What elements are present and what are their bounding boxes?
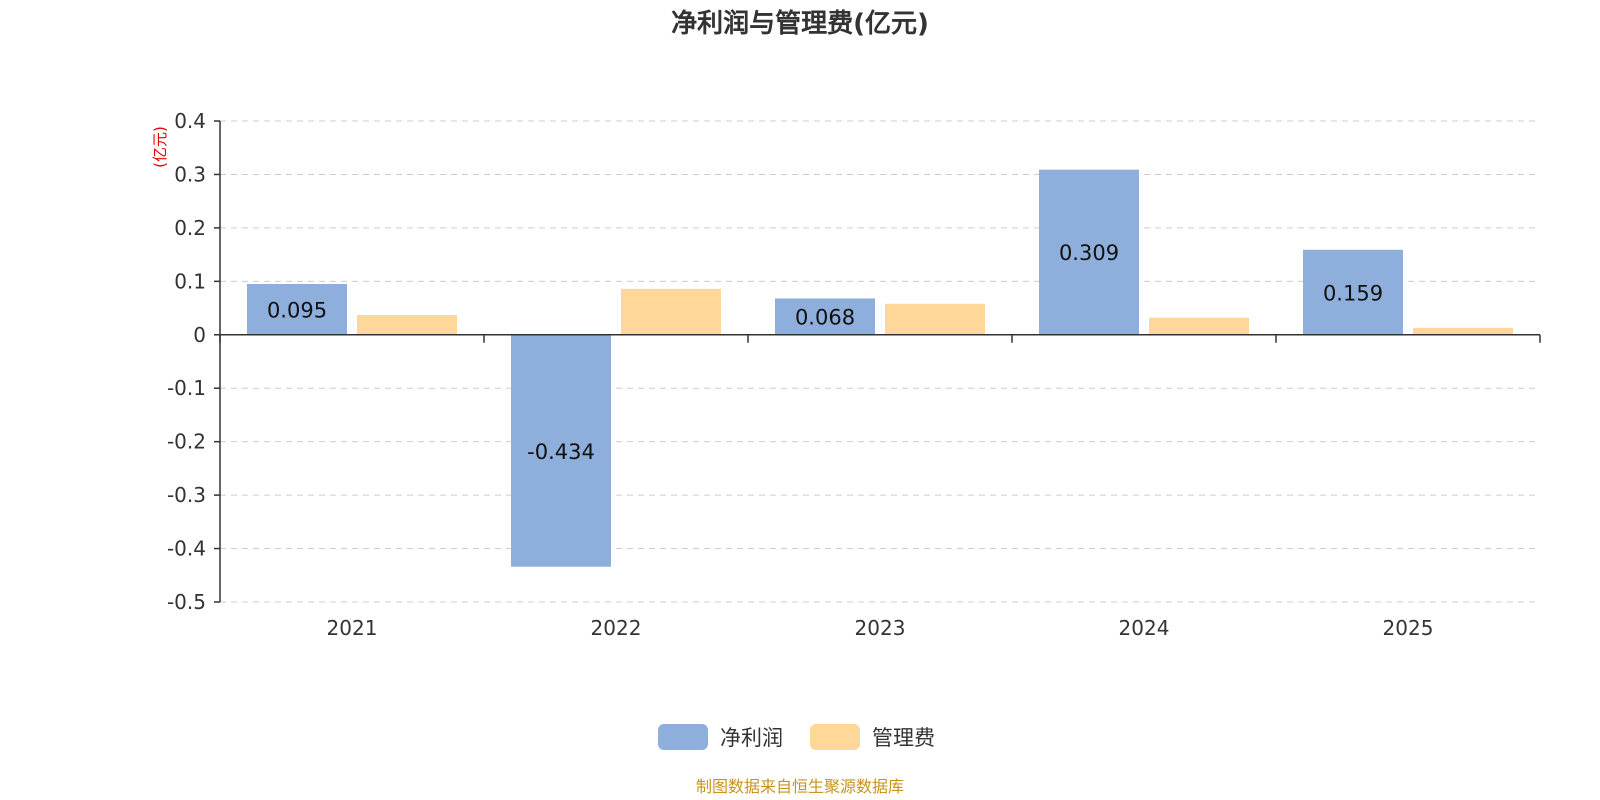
source-note: 制图数据来自恒生聚源数据库: [696, 777, 904, 796]
data-label-2022: -0.434: [527, 440, 595, 464]
bar-net-profit-2023: [775, 298, 875, 335]
legend-swatch-admin-expense[interactable]: [810, 724, 860, 750]
x-tick-label: 2021: [327, 616, 378, 640]
data-label-2023: 0.068: [795, 306, 855, 330]
y-tick-label: 0.2: [174, 216, 206, 240]
y-tick-label: -0.5: [167, 590, 206, 614]
axes: [219, 121, 1541, 602]
data-labels: 0.095 -0.434 0.068 0.309 0.159: [267, 241, 1383, 464]
y-tick-label: -0.1: [167, 376, 206, 400]
legend-swatch-net-profit[interactable]: [658, 724, 708, 750]
y-tick-label: -0.3: [167, 483, 206, 507]
data-label-2025: 0.159: [1323, 281, 1383, 305]
x-tick-label: 2024: [1119, 616, 1170, 640]
legend-label-net-profit[interactable]: 净利润: [720, 726, 783, 750]
x-tick-label: 2022: [591, 616, 642, 640]
legend: 净利润 管理费: [658, 724, 935, 750]
data-label-2024: 0.309: [1059, 241, 1119, 265]
bar-admin-expense-2024: [1149, 317, 1249, 335]
bar-admin-expense-2022: [621, 288, 721, 335]
y-tick-label: 0.1: [174, 269, 206, 293]
x-tick-label: 2025: [1383, 616, 1434, 640]
bar-net-profit-2025: [1303, 249, 1403, 335]
bar-net-profit-2021: [247, 284, 347, 335]
y-tick-label: 0: [193, 323, 206, 347]
y-tick-label: -0.4: [167, 537, 206, 561]
bar-net-profit-2022: [511, 334, 611, 567]
bar-net-profit-2024: [1039, 169, 1139, 335]
legend-label-admin-expense[interactable]: 管理费: [872, 726, 935, 750]
y-axis-ticks: 0.4 0.3 0.2 0.1 0 -0.1 -0.2 -0.3 -0.4 -0.5: [167, 109, 220, 614]
y-tick-label: 0.3: [174, 162, 206, 186]
bar-admin-expense-2021: [357, 315, 457, 335]
gridlines: [220, 120, 1540, 603]
x-tick-label: 2023: [855, 616, 906, 640]
chart-title: 净利润与管理费(亿元): [671, 8, 929, 39]
y-tick-label: -0.2: [167, 430, 206, 454]
y-tick-label: 0.4: [174, 109, 206, 133]
y-axis-unit-label: (亿元): [151, 126, 169, 168]
data-label-2021: 0.095: [267, 298, 327, 322]
bar-admin-expense-2025: [1413, 327, 1513, 335]
bar-admin-expense-2023: [885, 303, 985, 335]
bars-layer: [247, 169, 1513, 567]
x-axis-ticks: 2021 2022 2023 2024 2025: [327, 616, 1434, 640]
